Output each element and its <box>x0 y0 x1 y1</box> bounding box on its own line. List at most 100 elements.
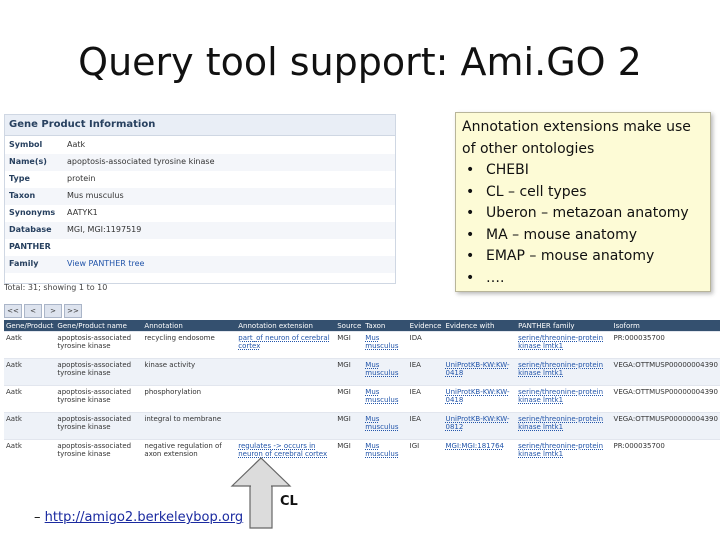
gene-info-label: Type <box>9 174 30 183</box>
gene-product-header: Gene Product Information <box>5 115 395 136</box>
gene-info-label: Name(s) <box>9 157 47 166</box>
gene-info-value: apoptosis-associated tyrosine kinase <box>67 157 215 166</box>
column-header[interactable]: Annotation extension <box>236 320 336 332</box>
gene-info-label: Synonyms <box>9 208 56 217</box>
table-cell[interactable]: Mus musculus <box>363 385 408 413</box>
gene-info-row: Taxon Mus musculus <box>5 188 395 205</box>
table-cell: apoptosis-associated tyrosine kinase <box>55 439 143 466</box>
table-cell[interactable]: MGI:MGI:181764 <box>443 439 517 466</box>
table-cell: IEA <box>407 358 444 386</box>
gene-info-row: Type protein <box>5 171 395 188</box>
column-header[interactable]: Gene/Product name <box>55 320 143 332</box>
column-header[interactable]: Taxon <box>363 320 408 332</box>
table-cell: MGI <box>335 331 364 359</box>
column-header[interactable]: PANTHER family <box>516 320 612 332</box>
column-header[interactable]: Annotation <box>142 320 237 332</box>
cl-label: CL <box>280 494 298 509</box>
table-cell: apoptosis-associated tyrosine kinase <box>55 385 143 413</box>
table-cell[interactable]: UniProtKB-KW:KW-0812 <box>443 412 517 440</box>
callout-item: CHEBI <box>462 160 704 182</box>
table-cell: MGI <box>335 439 364 466</box>
results-total-text: Total: 31; showing 1 to 10 <box>4 283 108 292</box>
table-cell: MGI <box>335 385 364 413</box>
column-header[interactable]: Source <box>335 320 364 332</box>
slide-title: Query tool support: Ami.GO 2 <box>78 40 642 84</box>
table-cell: MGI <box>335 412 364 440</box>
table-cell: Aatk <box>4 385 56 413</box>
table-cell: apoptosis-associated tyrosine kinase <box>55 358 143 386</box>
gene-info-value: Mus musculus <box>67 191 124 200</box>
table-cell[interactable]: UniProtKB-KW:KW-0418 <box>443 385 517 413</box>
table-cell[interactable]: serine/threonine-protein kinase lmtk1 <box>516 412 612 440</box>
table-cell: Aatk <box>4 439 56 466</box>
table-cell[interactable]: serine/threonine-protein kinase lmtk1 <box>516 331 612 359</box>
gene-info-row: Name(s) apoptosis-associated tyrosine kin… <box>5 154 395 171</box>
table-cell[interactable]: part_of neuron of cerebral cortex <box>236 331 336 359</box>
gene-info-label: Family <box>9 259 39 268</box>
table-cell[interactable]: serine/threonine-protein kinase lmtk1 <box>516 439 612 466</box>
gene-info-label: Taxon <box>9 191 36 200</box>
table-cell: IEA <box>407 385 444 413</box>
footer-link-line: – http://amigo2.berkeleybop.org <box>34 510 243 525</box>
table-cell: IGI <box>407 439 444 466</box>
table-cell[interactable]: Mus musculus <box>363 331 408 359</box>
table-cell: IEA <box>407 412 444 440</box>
table-cell: apoptosis-associated tyrosine kinase <box>55 331 143 359</box>
pager: <<<>>> <box>4 298 84 318</box>
callout-item: Uberon – metazoan anatomy <box>462 203 704 225</box>
table-cell[interactable]: kinase activity <box>142 358 237 386</box>
table-cell[interactable]: serine/threonine-protein kinase lmtk1 <box>516 385 612 413</box>
table-cell: IDA <box>407 331 444 359</box>
pager-button[interactable]: < <box>24 304 42 318</box>
table-cell: Aatk <box>4 412 56 440</box>
pager-button[interactable]: >> <box>64 304 82 318</box>
table-cell[interactable]: regulates -> occurs in neuron of cerebra… <box>236 439 336 466</box>
table-cell[interactable]: negative regulation of axon extension <box>142 439 237 466</box>
gene-info-label: Symbol <box>9 140 43 149</box>
table-cell[interactable]: recycling endosome <box>142 331 237 359</box>
table-cell: PR:000035700 <box>611 331 720 359</box>
column-header[interactable]: Isoform <box>611 320 720 332</box>
callout-list: CHEBICL – cell typesUberon – metazoan an… <box>462 160 704 289</box>
table-cell <box>236 358 336 386</box>
callout-item: MA – mouse anatomy <box>462 225 704 247</box>
amigo2-link[interactable]: http://amigo2.berkeleybop.org <box>44 510 244 525</box>
table-cell: apoptosis-associated tyrosine kinase <box>55 412 143 440</box>
table-cell: VEGA:OTTMUSP00000004390 <box>611 412 720 440</box>
footer-prefix: – <box>34 510 45 525</box>
gene-info-label: PANTHER <box>9 242 51 251</box>
gene-info-value: protein <box>67 174 96 183</box>
table-cell <box>443 331 517 359</box>
table-cell <box>236 412 336 440</box>
table-cell[interactable]: Mus musculus <box>363 412 408 440</box>
view-panther-tree-link[interactable]: View PANTHER tree <box>67 259 145 268</box>
table-cell: VEGA:OTTMUSP00000004390 <box>611 385 720 413</box>
callout-intro: Annotation extensions make use of other … <box>462 119 691 157</box>
table-cell: PR:000035700 <box>611 439 720 466</box>
table-cell: MGI <box>335 358 364 386</box>
column-header[interactable]: Evidence with <box>443 320 517 332</box>
table-cell <box>236 385 336 413</box>
callout-item: …. <box>462 268 704 290</box>
table-cell[interactable]: phosphorylation <box>142 385 237 413</box>
table-cell[interactable]: Mus musculus <box>363 439 408 466</box>
column-header[interactable]: Gene/Product <box>4 320 56 332</box>
table-cell[interactable]: UniProtKB-KW:KW-0418 <box>443 358 517 386</box>
table-cell[interactable]: integral to membrane <box>142 412 237 440</box>
gene-info-label: Database <box>9 225 52 234</box>
table-cell[interactable]: serine/threonine-protein kinase lmtk1 <box>516 358 612 386</box>
table-cell: Aatk <box>4 331 56 359</box>
pager-button[interactable]: > <box>44 304 62 318</box>
callout-item: CL – cell types <box>462 182 704 204</box>
table-cell[interactable]: Mus musculus <box>363 358 408 386</box>
annotation-extension-callout: Annotation extensions make use of other … <box>455 112 711 292</box>
column-header[interactable]: Evidence <box>407 320 444 332</box>
gene-info-row: Family View PANTHER tree <box>5 256 395 273</box>
pager-button[interactable]: << <box>4 304 22 318</box>
